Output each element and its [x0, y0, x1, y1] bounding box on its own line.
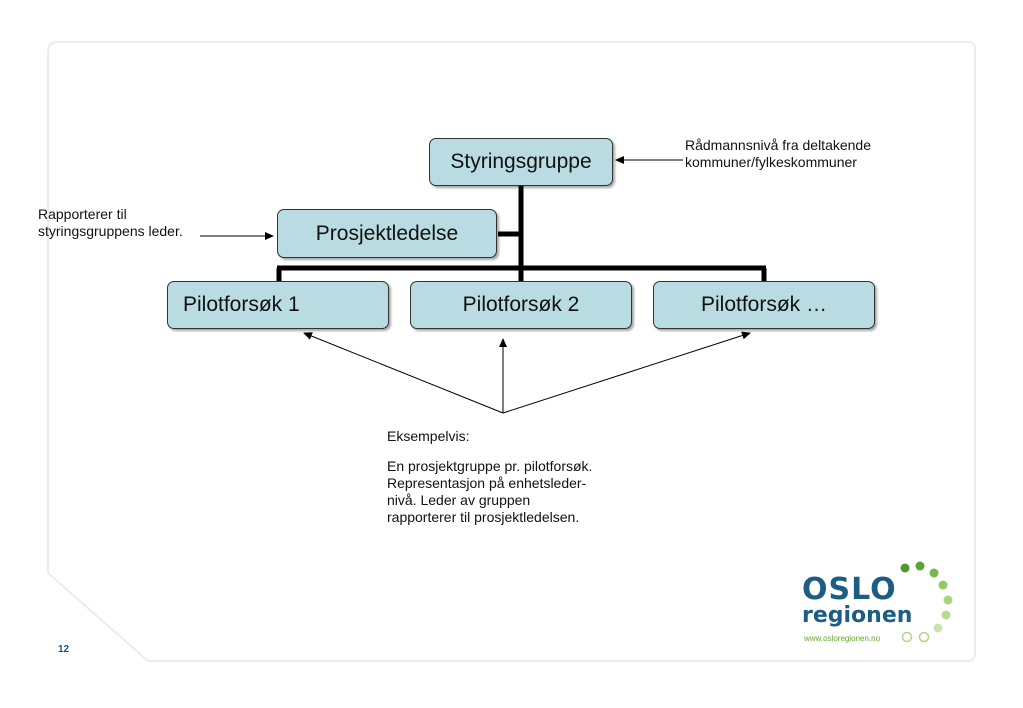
example-line: rapporterer til prosjektledelsen.: [387, 509, 580, 525]
node-pilot-2: Pilotforsøk 2: [410, 281, 632, 329]
project-note: Rapporterer til styringsgruppens leder.: [38, 206, 183, 240]
node-project-management-label: Prosjektledelse: [315, 221, 459, 245]
node-steering-group-label: Styringsgruppe: [450, 150, 592, 173]
page-number: 12: [58, 644, 70, 655]
project-note-line: Rapporterer til: [38, 206, 127, 222]
node-project-management: Prosjektledelse: [277, 209, 497, 258]
node-steering-group: Styringsgruppe: [429, 138, 613, 186]
node-pilot-n: Pilotforsøk …: [653, 281, 875, 329]
steering-note-line: kommuner/fylkeskommuner: [685, 154, 857, 170]
example-text: Eksempelvis: En prosjektgruppe pr. pilot…: [387, 428, 592, 526]
steering-note: Rådmannsnivå fra deltakende kommuner/fyl…: [685, 137, 871, 171]
node-pilot-2-label: Pilotforsøk 2: [462, 293, 580, 316]
example-line: nivå. Leder av gruppen: [387, 492, 531, 508]
logo-regionen: regionen: [802, 603, 913, 628]
logo-oslo: OSLO: [802, 572, 897, 607]
logo-url: www.osloregionen.no: [804, 634, 881, 643]
logo-dots-icon: [900, 561, 953, 643]
node-pilot-1: Pilotforsøk 1: [167, 281, 389, 329]
example-arrow-pilot-n: [502, 331, 751, 414]
steering-note-line: Rådmannsnivå fra deltakende: [685, 137, 872, 153]
example-line: Representasjon på enhetsleder-: [387, 475, 587, 491]
node-pilot-n-label: Pilotforsøk …: [700, 293, 828, 316]
slide-frame: [47, 41, 976, 662]
node-pilot-1-label: Pilotforsøk 1: [183, 293, 300, 316]
org-connectors: [276, 186, 767, 282]
example-line: En prosjektgruppe pr. pilotforsøk.: [387, 458, 593, 474]
project-note-line: styringsgruppens leder.: [38, 223, 183, 239]
example-arrow-pilot-1: [303, 332, 504, 414]
example-heading: Eksempelvis:: [387, 428, 470, 444]
